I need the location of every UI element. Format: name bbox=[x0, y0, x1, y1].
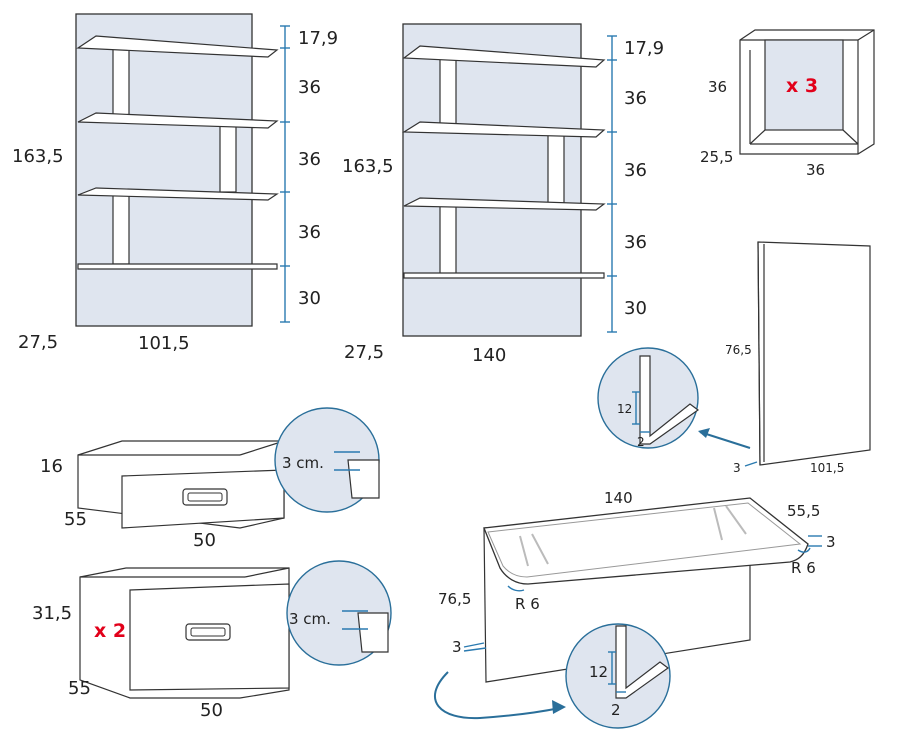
spacing-label: 17,9 bbox=[624, 38, 664, 59]
radius-left-label: R 6 bbox=[515, 595, 540, 613]
upright bbox=[112, 193, 130, 265]
width-label: 101,5 bbox=[138, 333, 190, 354]
spacing-label: 36 bbox=[624, 160, 647, 181]
shelf-board bbox=[77, 187, 279, 201]
detail-height-label: 12 bbox=[617, 402, 632, 416]
height-label: 163,5 bbox=[342, 156, 394, 177]
shelf-board bbox=[401, 121, 606, 138]
spacing-label: 36 bbox=[624, 232, 647, 253]
height-label: 16 bbox=[40, 456, 63, 477]
spacing-label: 36 bbox=[298, 149, 321, 170]
shelf-board bbox=[77, 263, 278, 270]
panel-body bbox=[757, 241, 871, 466]
width-label: 50 bbox=[200, 700, 223, 721]
depth-label: 55 bbox=[64, 509, 87, 530]
detail-label: 3 cm. bbox=[289, 610, 331, 628]
depth-label: 27,5 bbox=[344, 342, 384, 363]
detail-arrow bbox=[434, 671, 561, 720]
spacing-label: 36 bbox=[298, 222, 321, 243]
detail-height-label: 12 bbox=[589, 663, 608, 681]
desk-top bbox=[483, 497, 809, 585]
quantity-label: x 2 bbox=[94, 620, 126, 642]
tall-panel: 76,5 101,5 3 12 2 bbox=[597, 241, 871, 475]
spacing-label: 36 bbox=[624, 88, 647, 109]
cube-module: x 3 36 25,5 36 bbox=[700, 29, 875, 179]
shelf-board bbox=[77, 112, 279, 129]
desk: 140 55,5 3 R 6 R 6 76,5 3 12 2 bbox=[434, 489, 836, 729]
thickness-label: 3 bbox=[733, 461, 741, 475]
upright bbox=[547, 132, 565, 204]
quantity-label: x 3 bbox=[786, 75, 818, 97]
shelf-unit-large: 17,9 36 36 36 30 163,5 27,5 140 bbox=[342, 23, 664, 366]
height-label: 76,5 bbox=[438, 590, 471, 608]
depth-label: 55 bbox=[68, 678, 91, 699]
height-label: 31,5 bbox=[32, 603, 72, 624]
depth-label: 27,5 bbox=[18, 332, 58, 353]
height-label: 76,5 bbox=[725, 343, 752, 357]
shelf-board bbox=[403, 272, 605, 279]
width-label: 36 bbox=[806, 161, 825, 179]
detail-label: 3 cm. bbox=[282, 454, 324, 472]
width-label: 140 bbox=[472, 345, 506, 366]
detail-arrow bbox=[699, 431, 751, 449]
width-label: 50 bbox=[193, 530, 216, 551]
shelf-board bbox=[76, 35, 279, 58]
drawer-small: 16 55 50 3 cm. bbox=[40, 407, 380, 551]
height-label: 36 bbox=[708, 78, 727, 96]
depth-label: 55,5 bbox=[787, 502, 820, 520]
detail-depth-label: 2 bbox=[637, 435, 645, 449]
upright bbox=[439, 55, 457, 127]
side-thickness-label: 3 bbox=[452, 638, 462, 656]
radius-right-label: R 6 bbox=[791, 559, 816, 577]
width-label: 101,5 bbox=[810, 461, 844, 475]
height-label: 163,5 bbox=[12, 146, 64, 167]
depth-label: 25,5 bbox=[700, 148, 733, 166]
cube-back bbox=[764, 39, 844, 131]
drawer-large: x 2 31,5 55 50 3 cm. bbox=[32, 560, 392, 721]
shelf-board bbox=[402, 45, 606, 68]
spacing-label: 30 bbox=[298, 288, 321, 309]
spacing-label: 17,9 bbox=[298, 28, 338, 49]
upright bbox=[112, 44, 130, 116]
spacing-label: 36 bbox=[298, 77, 321, 98]
width-label: 140 bbox=[604, 489, 633, 507]
upright bbox=[439, 205, 457, 277]
spacing-label: 30 bbox=[624, 298, 647, 319]
shelf-board bbox=[403, 197, 606, 211]
shelf-unit-small: 17,9 36 36 36 30 163,5 27,5 101,5 bbox=[12, 13, 338, 354]
thickness-label: 3 bbox=[826, 533, 836, 551]
detail-depth-label: 2 bbox=[611, 701, 621, 719]
upright bbox=[219, 121, 237, 193]
